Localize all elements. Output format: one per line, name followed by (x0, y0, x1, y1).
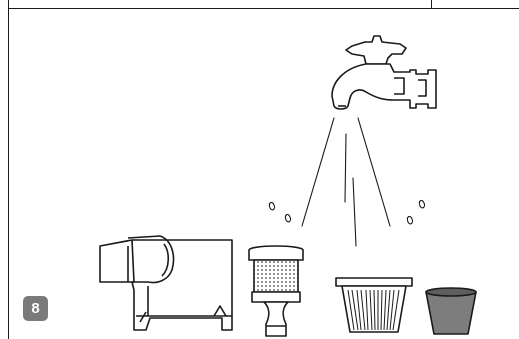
splash-droplets (268, 199, 426, 225)
pleated-filter-icon (335, 277, 413, 333)
water-tap-icon (331, 35, 437, 110)
mesh-filter-icon (248, 245, 304, 337)
dust-cup-icon (425, 287, 477, 335)
water-streams (301, 117, 391, 247)
step-number-badge: 8 (23, 296, 48, 321)
vacuum-body-icon (99, 235, 233, 331)
page-frame (8, 0, 519, 339)
